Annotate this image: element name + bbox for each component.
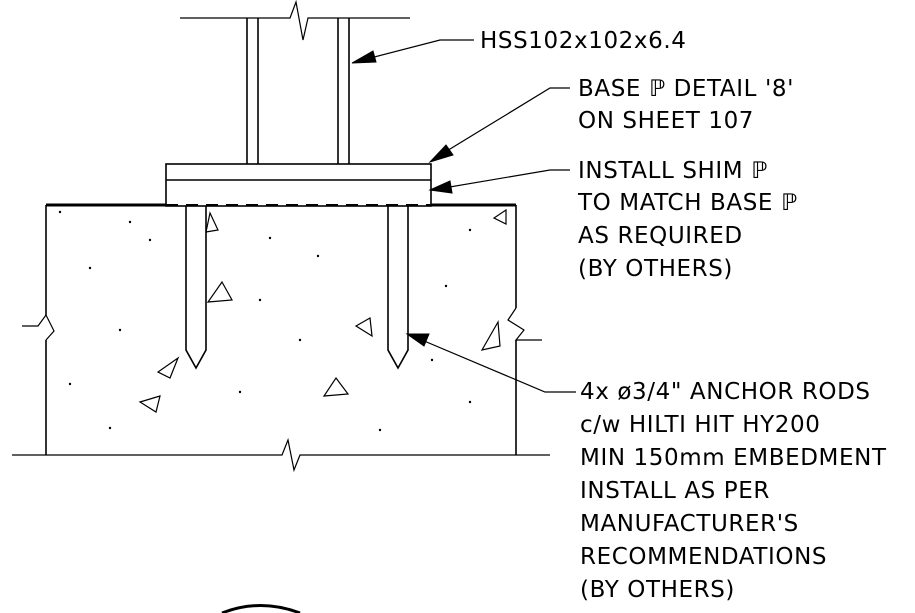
leader-anchor <box>405 333 576 393</box>
note-base-plate: BASE ℙ DETAIL '8' ON SHEET 107 <box>578 76 802 134</box>
leader-shim <box>428 169 570 194</box>
leader-base-plate <box>428 87 570 164</box>
anchor-rod-left <box>185 206 207 370</box>
concrete-right-edge <box>507 205 542 455</box>
note-hss-size: HSS102x102x6.4 <box>480 28 687 54</box>
note-anchor-rods: 4x ø3/4" ANCHOR RODS c/w HILTI HIT HY200… <box>580 379 895 603</box>
leader-hss <box>351 39 474 64</box>
note-shim-plate: INSTALL SHIM ℙ TO MATCH BASE ℙ AS REQUIR… <box>577 158 806 282</box>
concrete-aggregate <box>58 208 507 432</box>
concrete-bottom-break-line <box>12 437 550 473</box>
base-plate <box>165 163 432 207</box>
concrete-left-edge <box>22 205 55 455</box>
anchor-rod-right <box>387 206 409 370</box>
hss-column <box>246 18 350 164</box>
detail-callout-circle <box>221 604 301 613</box>
column-break-line <box>180 0 410 41</box>
